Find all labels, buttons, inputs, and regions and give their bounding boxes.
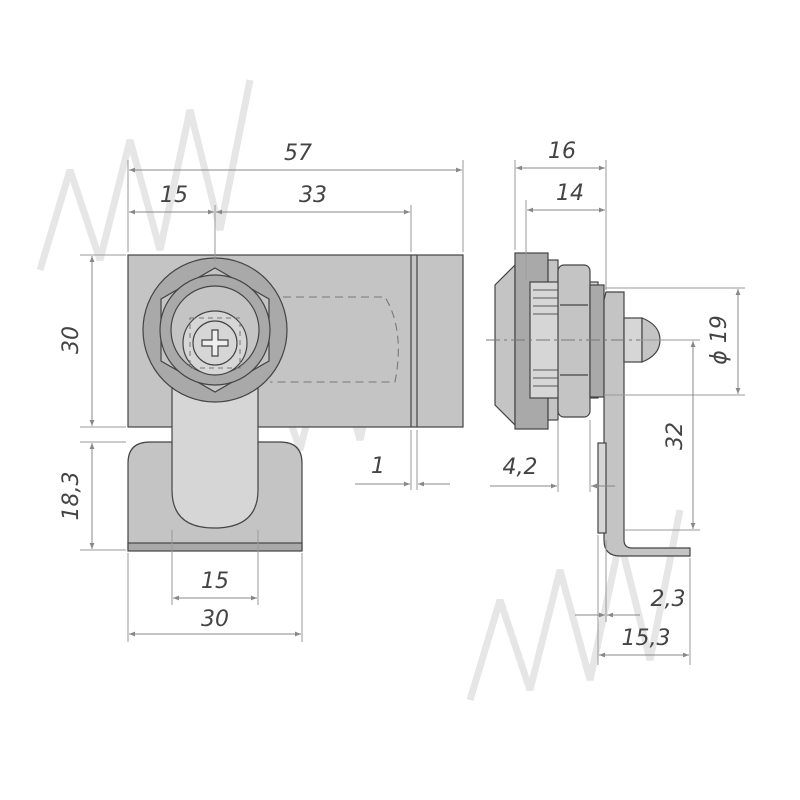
dim-side-body-depth: 14 (556, 181, 584, 206)
cam-bracket-side (603, 291, 691, 557)
hidden-slot (270, 296, 399, 383)
bezel (494, 263, 516, 427)
dim-body-height: 30 (59, 326, 84, 354)
dim-gap: 1 (371, 454, 385, 479)
dimension-lines (80, 160, 745, 665)
dim-side-total-depth: 16 (548, 139, 576, 164)
dim-total-width: 57 (284, 141, 312, 166)
dim-slot-length: 33 (299, 183, 327, 208)
dim-bracket-inner-width: 15 (201, 569, 229, 594)
dim-bracket-height: 18,3 (59, 472, 84, 521)
dim-left-offset: 15 (160, 183, 188, 208)
hex-nut-side (557, 264, 591, 418)
dim-tongue-drop: 32 (663, 422, 688, 450)
dim-diameter: ϕ 19 (707, 315, 732, 365)
dim-bracket-outer-width: 30 (201, 607, 229, 632)
dim-flange-thickness: 4,2 (503, 455, 538, 480)
dimension-labels: 57 15 33 16 14 30 18,3 1 15 30 4,2 ϕ 19 … (59, 139, 732, 651)
dim-sheet-thickness: 2,3 (651, 587, 686, 612)
dim-tongue-width: 15,3 (622, 626, 671, 651)
side-view (486, 252, 700, 557)
front-view (127, 254, 464, 552)
cross-slot-icon (201, 329, 229, 357)
